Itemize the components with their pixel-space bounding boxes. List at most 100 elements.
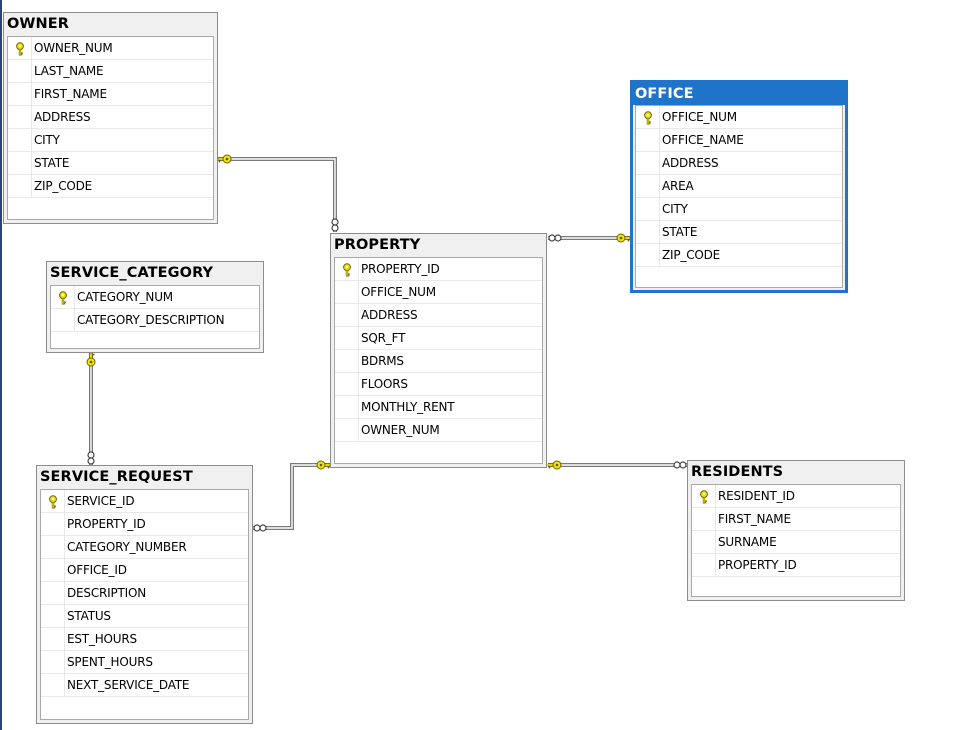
column-row[interactable]: ADDRESS bbox=[636, 152, 842, 175]
row-selector[interactable] bbox=[636, 152, 660, 174]
relationship-property-residents[interactable] bbox=[547, 460, 687, 470]
column-row[interactable]: OFFICE_NUM bbox=[636, 106, 842, 129]
row-selector[interactable] bbox=[335, 327, 359, 349]
row-selector[interactable] bbox=[8, 152, 32, 174]
column-row[interactable]: STATE bbox=[8, 152, 213, 175]
column-row[interactable]: ADDRESS bbox=[335, 304, 542, 327]
column-name: FIRST_NAME bbox=[718, 512, 791, 526]
column-row[interactable]: LAST_NAME bbox=[8, 60, 213, 83]
column-row[interactable]: CATEGORY_NUM bbox=[51, 286, 259, 309]
row-selector[interactable] bbox=[692, 485, 716, 507]
table-title-owner[interactable]: OWNER bbox=[7, 16, 70, 32]
table-title-service-request[interactable]: SERVICE_REQUEST bbox=[40, 469, 193, 485]
column-row[interactable]: RESIDENT_ID bbox=[692, 485, 900, 508]
table-title-service-category[interactable]: SERVICE_CATEGORY bbox=[50, 265, 214, 281]
row-selector[interactable] bbox=[335, 396, 359, 418]
column-row[interactable]: CITY bbox=[8, 129, 213, 152]
row-selector[interactable] bbox=[335, 304, 359, 326]
table-title-property[interactable]: PROPERTY bbox=[334, 237, 421, 253]
column-row[interactable]: SURNAME bbox=[692, 531, 900, 554]
column-row[interactable]: CITY bbox=[636, 198, 842, 221]
column-row[interactable]: OFFICE_NAME bbox=[636, 129, 842, 152]
table-property[interactable]: PROPERTY PROPERTY_ID OFFICE_NUM ADDRESS SQR… bbox=[330, 233, 547, 468]
row-selector[interactable] bbox=[8, 83, 32, 105]
column-row[interactable]: ZIP_CODE bbox=[636, 244, 842, 267]
row-selector[interactable] bbox=[41, 490, 65, 512]
row-selector[interactable] bbox=[692, 531, 716, 553]
row-selector[interactable] bbox=[335, 419, 359, 441]
row-selector[interactable] bbox=[41, 651, 65, 673]
row-selector[interactable] bbox=[335, 258, 359, 280]
row-selector[interactable] bbox=[8, 129, 32, 151]
column-row[interactable]: PROPERTY_ID bbox=[41, 513, 248, 536]
row-selector[interactable] bbox=[636, 175, 660, 197]
row-selector[interactable] bbox=[692, 554, 716, 576]
row-selector[interactable] bbox=[8, 106, 32, 128]
row-selector[interactable] bbox=[8, 175, 32, 197]
infinity-icon bbox=[253, 524, 267, 532]
column-row[interactable]: STATE bbox=[636, 221, 842, 244]
row-selector[interactable] bbox=[41, 674, 65, 696]
row-selector[interactable] bbox=[335, 281, 359, 303]
row-selector[interactable] bbox=[636, 106, 660, 128]
row-selector[interactable] bbox=[636, 244, 660, 266]
row-selector[interactable] bbox=[41, 582, 65, 604]
table-title-office[interactable]: OFFICE bbox=[633, 83, 845, 105]
column-row[interactable]: OWNER_NUM bbox=[335, 419, 542, 442]
column-row[interactable]: ZIP_CODE bbox=[8, 175, 213, 198]
row-selector[interactable] bbox=[41, 536, 65, 558]
key-icon bbox=[217, 154, 232, 164]
column-row[interactable]: STATUS bbox=[41, 605, 248, 628]
column-row[interactable]: AREA bbox=[636, 175, 842, 198]
row-selector[interactable] bbox=[692, 508, 716, 530]
column-row[interactable]: FIRST_NAME bbox=[692, 508, 900, 531]
column-row[interactable]: CATEGORY_DESCRIPTION bbox=[51, 309, 259, 332]
column-row[interactable]: ADDRESS bbox=[8, 106, 213, 129]
relationship-owner-property[interactable] bbox=[217, 154, 339, 232]
column-row[interactable]: FIRST_NAME bbox=[8, 83, 213, 106]
column-row[interactable]: SPENT_HOURS bbox=[41, 651, 248, 674]
column-row[interactable]: FLOORS bbox=[335, 373, 542, 396]
row-selector[interactable] bbox=[8, 60, 32, 82]
column-row[interactable]: SQR_FT bbox=[335, 327, 542, 350]
column-row[interactable]: SERVICE_ID bbox=[41, 490, 248, 513]
infinity-icon bbox=[673, 461, 687, 469]
column-row[interactable]: OFFICE_NUM bbox=[335, 281, 542, 304]
column-row[interactable]: MONTHLY_RENT bbox=[335, 396, 542, 419]
column-row[interactable]: BDRMS bbox=[335, 350, 542, 373]
row-selector[interactable] bbox=[8, 37, 32, 59]
column-row[interactable]: PROPERTY_ID bbox=[692, 554, 900, 577]
column-row[interactable]: OFFICE_ID bbox=[41, 559, 248, 582]
row-selector[interactable] bbox=[51, 309, 75, 331]
row-selector[interactable] bbox=[636, 129, 660, 151]
column-name: SQR_FT bbox=[361, 331, 406, 345]
column-row[interactable]: NEXT_SERVICE_DATE bbox=[41, 674, 248, 697]
column-row[interactable]: OWNER_NUM bbox=[8, 37, 213, 60]
column-name: SPENT_HOURS bbox=[67, 655, 153, 669]
row-selector[interactable] bbox=[335, 350, 359, 372]
relationship-property-service-request[interactable] bbox=[253, 460, 331, 532]
row-selector[interactable] bbox=[335, 373, 359, 395]
row-selector[interactable] bbox=[636, 198, 660, 220]
key-icon bbox=[547, 460, 562, 470]
table-title-residents[interactable]: RESIDENTS bbox=[691, 464, 784, 480]
relationship-office-property[interactable] bbox=[548, 233, 631, 243]
column-name: OFFICE_NUM bbox=[361, 285, 436, 299]
relationship-category-service-request[interactable] bbox=[86, 352, 96, 465]
row-selector[interactable] bbox=[41, 605, 65, 627]
row-selector[interactable] bbox=[41, 513, 65, 535]
row-selector[interactable] bbox=[636, 221, 660, 243]
row-selector[interactable] bbox=[41, 628, 65, 650]
column-row[interactable]: EST_HOURS bbox=[41, 628, 248, 651]
column-row[interactable]: CATEGORY_NUMBER bbox=[41, 536, 248, 559]
column-row[interactable]: PROPERTY_ID bbox=[335, 258, 542, 281]
column-name: ADDRESS bbox=[662, 156, 719, 170]
column-row[interactable]: DESCRIPTION bbox=[41, 582, 248, 605]
row-selector[interactable] bbox=[41, 559, 65, 581]
row-selector[interactable] bbox=[51, 286, 75, 308]
